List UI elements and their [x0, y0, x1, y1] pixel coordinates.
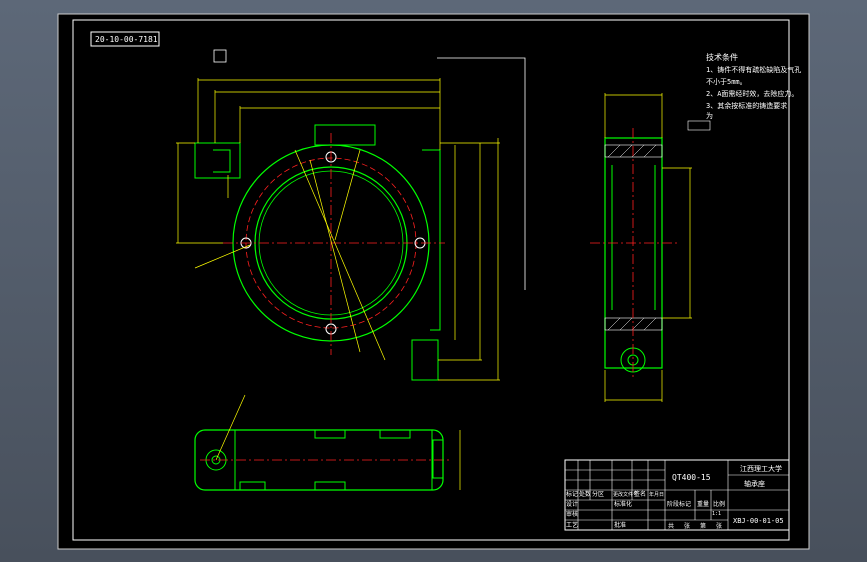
part-label: QT400-15: [672, 473, 711, 482]
header-count: 处数: [579, 490, 591, 498]
leader-4: [194, 244, 251, 269]
tech-line-2: 不小于5mm。: [706, 77, 747, 86]
top-boss-d: [379, 429, 411, 439]
title-block: QT400-15 江西理工大学 轴承座 XBJ-00-01-05 1:1 标记 …: [564, 459, 790, 531]
header-zone: 分区: [592, 490, 604, 498]
col-stage: 阶段标记: [667, 500, 691, 508]
side-hatch-bottom: [604, 317, 663, 331]
top-view-steps: [234, 430, 433, 490]
side-dimensions: [604, 93, 692, 402]
top-boss-c: [239, 481, 266, 491]
university-name: 江西理工大学: [740, 464, 782, 473]
leader-2: [309, 159, 361, 353]
header-mark: 标记: [566, 490, 578, 498]
label-process: 工艺: [566, 521, 578, 529]
title-block-frame: [564, 459, 790, 531]
right-flange: [422, 149, 441, 331]
header-sign: 签名: [634, 490, 646, 498]
leader-3: [334, 149, 361, 241]
top-boss: [314, 124, 376, 146]
drawing-border: [72, 19, 790, 541]
scale-value: 1:1: [712, 511, 721, 517]
code-box: [90, 31, 160, 47]
top-leader: [215, 394, 246, 461]
side-view: [590, 93, 692, 402]
front-view: [176, 49, 526, 381]
footer-total: 共: [668, 522, 674, 530]
tech-requirements: 技术条件 1、铸件不得有疏松缺陷及气孔 不小于5mm。 2、A面需经时效，去除应…: [687, 52, 801, 131]
label-design: 设计: [566, 500, 578, 508]
header-doc: 更改文件号: [613, 491, 638, 498]
drawing-number: XBJ-00-01-05: [733, 517, 784, 525]
footer-sheet: 张: [716, 522, 722, 530]
side-hatch-top: [604, 144, 663, 158]
footer-sheets: 张: [684, 522, 690, 530]
hatch-lines-bottom: [607, 317, 657, 331]
title-grid: [565, 460, 789, 530]
code-box-text: 20-10-00-7181: [95, 35, 158, 44]
col-scale: 比例: [713, 500, 725, 508]
label-review: 审核: [566, 510, 578, 518]
left-lug-slot: [213, 149, 231, 173]
label-approve: 批准: [614, 521, 626, 529]
side-outline: [604, 137, 663, 369]
tech-line-1: 1、铸件不得有疏松缺陷及气孔: [706, 65, 801, 74]
tech-line-5: 为: [706, 111, 713, 120]
front-dimensions: [176, 78, 500, 381]
label-standard: 标准化: [614, 500, 632, 508]
top-view: [194, 394, 461, 491]
top-boss-a: [314, 429, 346, 439]
header-date: 年月日: [649, 491, 664, 498]
datum-leader: [437, 57, 526, 290]
top-boss-b: [314, 481, 346, 491]
left-lug: [194, 142, 241, 179]
footer-no: 第: [700, 522, 706, 530]
part-name: 轴承座: [744, 479, 765, 488]
leader-1: [294, 149, 386, 361]
hatch-lines-top: [607, 144, 657, 158]
col-weight: 重量: [697, 500, 709, 508]
tech-line-3: 2、A面需经时效，去除应力。: [706, 89, 798, 98]
roughness-box: [687, 120, 711, 131]
tech-title: 技术条件: [706, 52, 738, 62]
tech-line-4: 3、其余按标准的铸造要求: [706, 101, 787, 110]
top-right-end: [432, 439, 444, 479]
datum-box: [213, 49, 227, 63]
